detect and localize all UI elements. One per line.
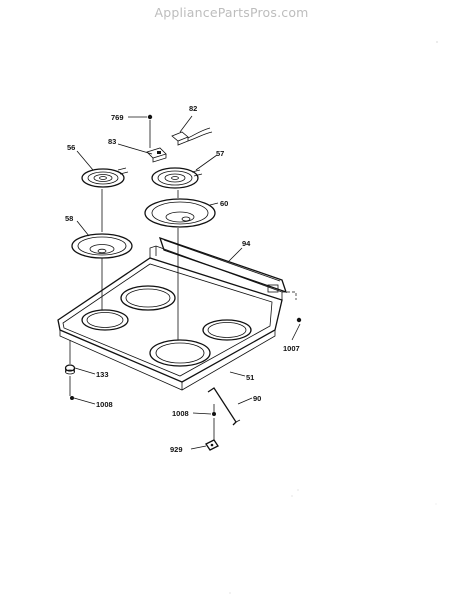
site-watermark: AppliancePartsPros.com [154,5,309,20]
label-51: 51 [246,373,254,382]
label-83: 83 [108,137,116,146]
support-rod-90 [207,387,241,426]
scan-specks [229,41,438,594]
receptacle-83 [146,147,167,163]
leader-lines [69,115,301,450]
label-769: 769 [111,113,124,122]
label-90: 90 [253,394,261,403]
drip-bowl-58 [71,233,133,259]
terminal-block-82 [171,127,213,146]
surface-element-56 [81,167,129,188]
backguard-trim-94 [158,236,297,300]
label-929: 929 [170,445,183,454]
cooktop-burner-openings [81,285,252,367]
drip-bowl-60 [144,198,216,228]
label-1008-left: 1008 [96,400,113,409]
label-1008-right: 1008 [172,409,189,418]
screw-769 [147,114,153,120]
screw-1008-left [70,396,74,400]
label-82: 82 [189,104,197,113]
label-1007: 1007 [283,344,300,353]
screw-1007 [296,317,302,323]
label-133: 133 [96,370,109,379]
label-94: 94 [242,239,251,248]
label-56: 56 [67,143,75,152]
label-57: 57 [216,149,224,158]
cooktop-main-top [57,245,283,391]
label-58: 58 [65,214,73,223]
label-60: 60 [220,199,228,208]
screw-1008-right [212,412,216,416]
bumper-133 [64,364,76,375]
hinge-929 [205,439,219,451]
surface-element-57 [151,167,203,189]
